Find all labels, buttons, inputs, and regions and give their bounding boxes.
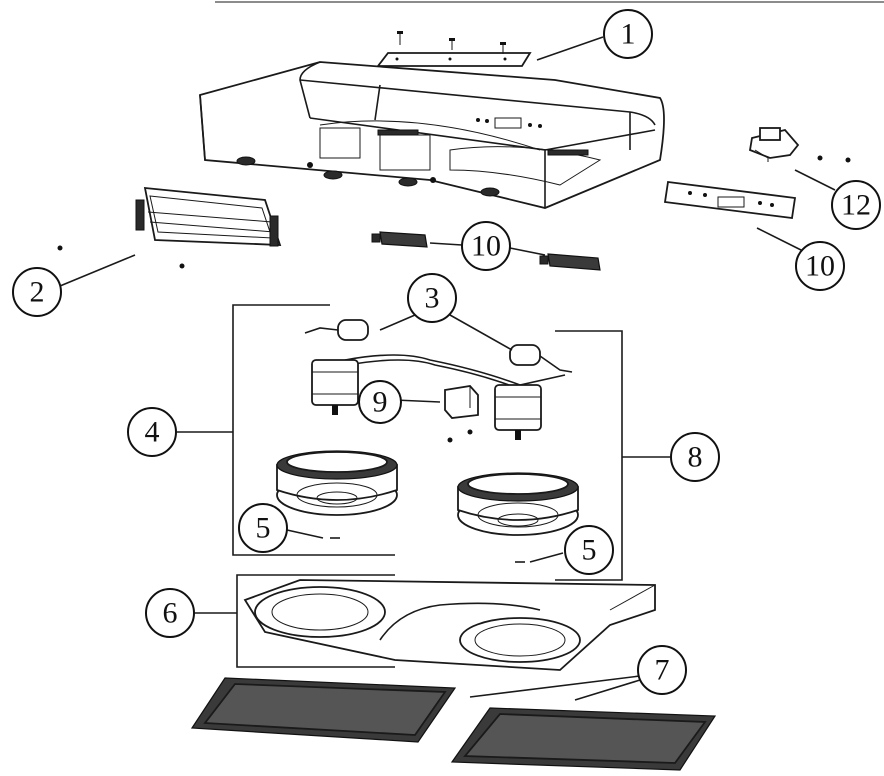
group-6-bracket bbox=[236, 574, 395, 668]
blower-wheel-left bbox=[276, 450, 398, 516]
callout-4-label: 4 bbox=[145, 416, 160, 449]
callout-7: 7 bbox=[637, 645, 687, 695]
motor-right bbox=[494, 384, 542, 440]
callout-4: 4 bbox=[127, 407, 177, 457]
callout-9-label: 9 bbox=[373, 386, 388, 419]
part-10-control-panel bbox=[663, 180, 797, 220]
part-7-filter-right bbox=[450, 707, 717, 771]
callout-8-label: 8 bbox=[688, 441, 703, 474]
callout-1-label: 1 bbox=[621, 18, 636, 51]
callout-10-right-label: 10 bbox=[805, 250, 835, 283]
part-6-blower-plate bbox=[243, 579, 656, 671]
part-12-switch bbox=[748, 127, 851, 163]
callout-3-label: 3 bbox=[425, 282, 440, 315]
callout-12-label: 12 bbox=[841, 189, 871, 222]
callout-10-center-label: 10 bbox=[471, 230, 501, 263]
callout-5-left-label: 5 bbox=[256, 512, 271, 545]
callout-5-right-label: 5 bbox=[582, 534, 597, 567]
callout-6: 6 bbox=[145, 588, 195, 638]
callout-8: 8 bbox=[670, 432, 720, 482]
part-1-cover-plate bbox=[376, 31, 532, 67]
callout-1: 1 bbox=[603, 9, 653, 59]
blower-wheel-right bbox=[457, 472, 579, 536]
callout-10-right: 10 bbox=[795, 241, 845, 291]
callout-9: 9 bbox=[358, 380, 402, 424]
callout-12: 12 bbox=[831, 180, 881, 230]
group-8-bracket bbox=[555, 330, 623, 581]
callout-3: 3 bbox=[407, 273, 457, 323]
callout-2-label: 2 bbox=[30, 276, 45, 309]
callout-5-left: 5 bbox=[238, 503, 288, 553]
callout-7-label: 7 bbox=[655, 654, 670, 687]
group-4-bracket bbox=[232, 304, 395, 556]
callout-5-right: 5 bbox=[564, 525, 614, 575]
part-2-damper bbox=[57, 186, 282, 269]
motor-left bbox=[311, 359, 359, 415]
part-7-filter-left bbox=[190, 677, 457, 743]
callout-2: 2 bbox=[12, 267, 62, 317]
callout-6-label: 6 bbox=[163, 597, 178, 630]
part-3-capacitors bbox=[304, 319, 573, 391]
leader-lines bbox=[59, 36, 836, 701]
hood-body bbox=[199, 61, 665, 209]
part-10-lights bbox=[371, 231, 601, 271]
part-9-junction-box bbox=[444, 385, 479, 443]
callout-10-center: 10 bbox=[461, 221, 511, 271]
